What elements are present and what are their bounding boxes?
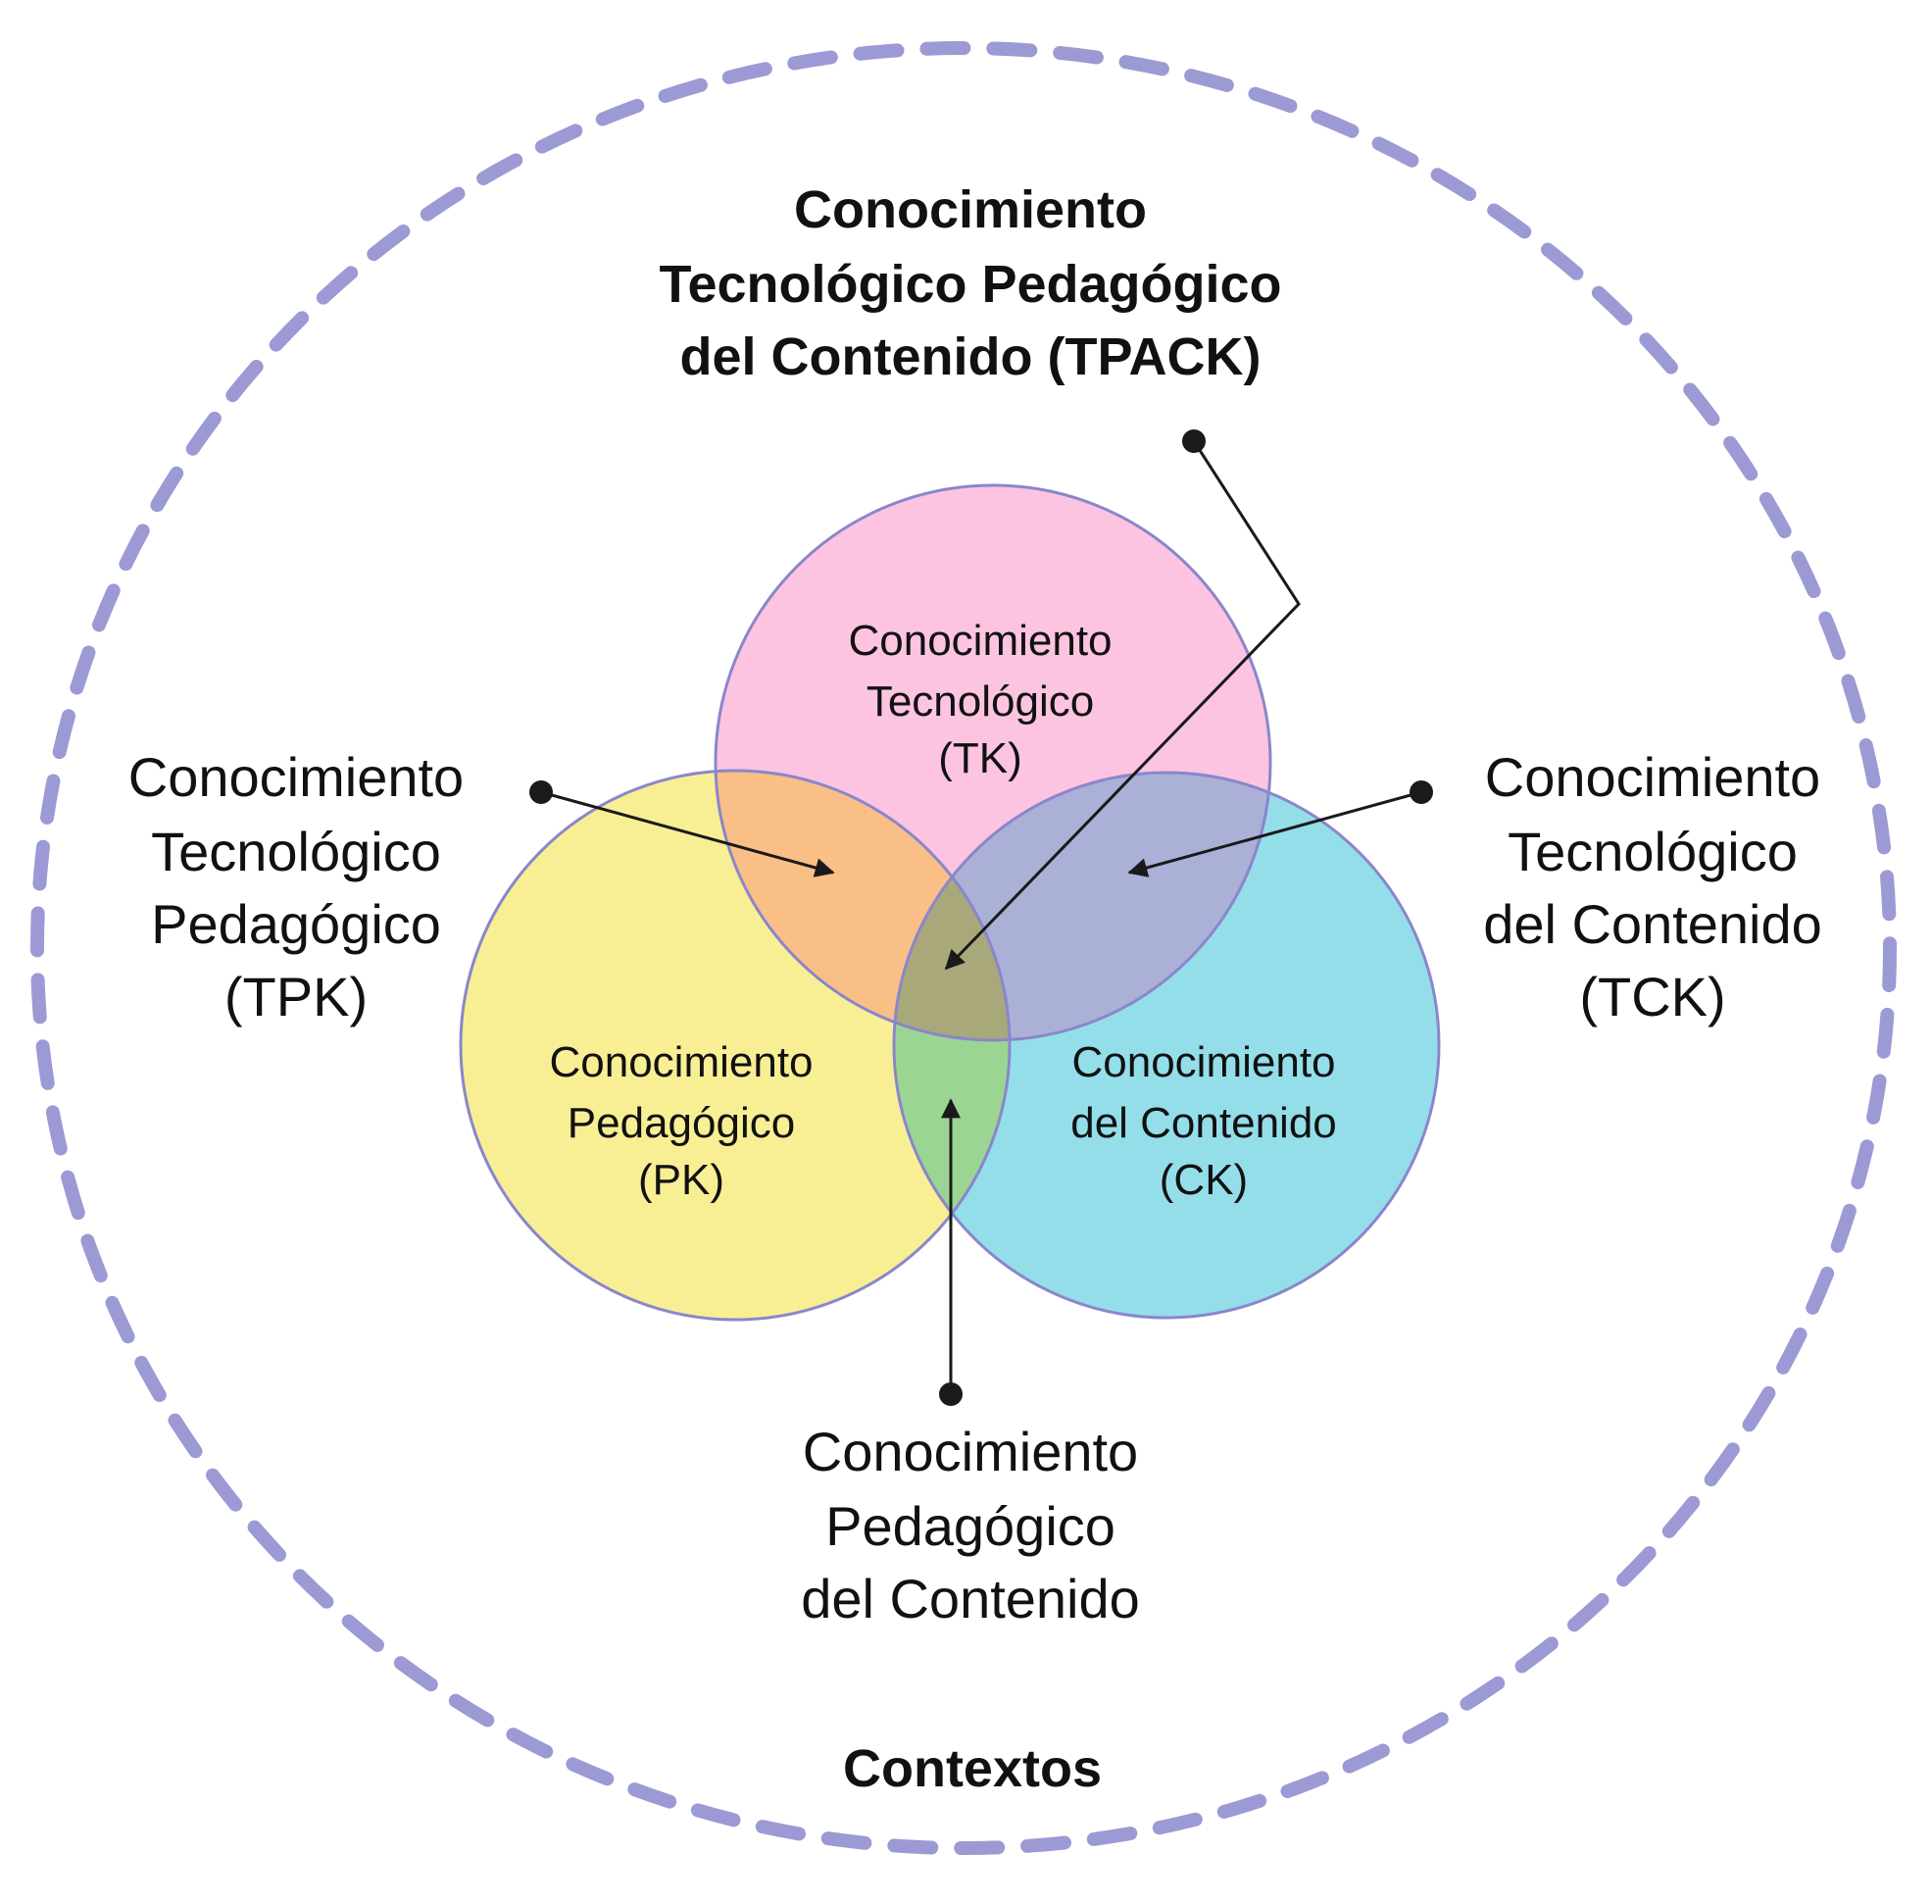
tpk-label-line-2: Tecnológico (151, 821, 441, 882)
tk-label-line-3: (TK) (938, 734, 1022, 782)
tpk-callout-label: Conocimiento Tecnológico Pedagógico (TPK… (128, 746, 464, 1027)
pck-connector (939, 1098, 963, 1406)
tck-connector-arrow (1127, 790, 1422, 877)
tpk-connector (529, 780, 835, 877)
tpack-title-line-1: Conocimiento (794, 180, 1147, 239)
pck-label-line-3: del Contenido (801, 1568, 1140, 1629)
ck-circle-outline (892, 771, 1441, 1320)
tpk-label-line-4: (TPK) (224, 966, 368, 1027)
tpack-title-line-2: Tecnológico Pedagógico (659, 255, 1281, 314)
tck-label-line-1: Conocimiento (1485, 746, 1820, 808)
tck-region (894, 773, 1270, 1040)
pk-label: Conocimiento Pedagógico (PK) (549, 1038, 813, 1204)
tck-label-line-4: (TCK) (1579, 966, 1725, 1027)
tck-label-line-3: del Contenido (1483, 893, 1822, 955)
tpack-title: Conocimiento Tecnológico Pedagógico del … (659, 180, 1281, 386)
context-label: Contextos (843, 1739, 1102, 1798)
ck-label-line-2: del Contenido (1070, 1099, 1337, 1147)
tk-circle-outline (714, 483, 1272, 1042)
pck-label-line-1: Conocimiento (803, 1421, 1138, 1482)
tpk-connector-arrow (540, 790, 835, 877)
context-boundary (30, 41, 1897, 1855)
tpk-region (716, 771, 1010, 1040)
tpk-label-line-3: Pedagógico (151, 893, 441, 955)
tk-label-line-1: Conocimiento (848, 617, 1112, 665)
tpack-connector-arrow (944, 440, 1301, 971)
tck-connector (1127, 780, 1433, 877)
tk-label: Conocimiento Tecnológico (TK) (848, 617, 1112, 782)
pk-label-line-1: Conocimiento (549, 1038, 813, 1086)
pck-callout-label: Conocimiento Pedagógico del Contenido (801, 1421, 1140, 1629)
pk-label-line-3: (PK) (638, 1156, 724, 1204)
tpk-label-line-1: Conocimiento (128, 746, 464, 808)
pk-circle-outline (459, 769, 1012, 1322)
tpack-title-line-3: del Contenido (TPACK) (680, 327, 1262, 386)
tck-label-line-2: Tecnológico (1508, 821, 1798, 882)
tck-callout-label: Conocimiento Tecnológico del Contenido (… (1483, 746, 1822, 1027)
pk-label-line-2: Pedagógico (568, 1099, 795, 1147)
tpack-connector (944, 429, 1301, 971)
tk-label-line-2: Tecnológico (867, 677, 1094, 726)
ck-label-line-3: (CK) (1160, 1156, 1248, 1204)
ck-label: Conocimiento del Contenido (CK) (1070, 1038, 1337, 1204)
pck-label-line-2: Pedagógico (825, 1495, 1115, 1557)
ck-label-line-1: Conocimiento (1071, 1038, 1335, 1086)
